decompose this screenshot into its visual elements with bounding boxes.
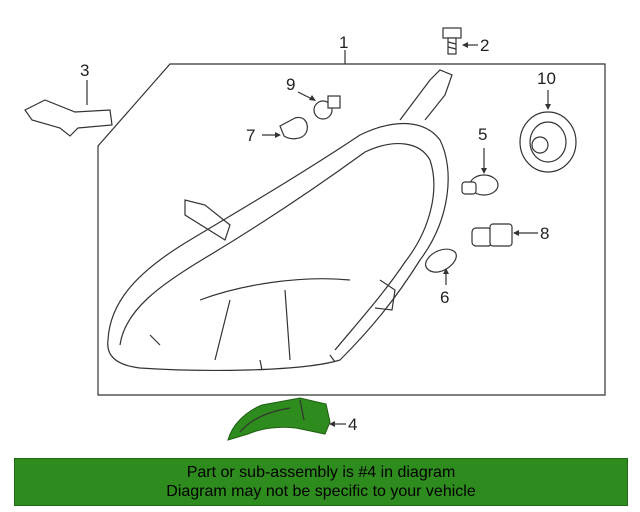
callout-9: 9 bbox=[286, 75, 295, 94]
banner-line-2: Diagram may not be specific to your vehi… bbox=[166, 483, 476, 500]
bulb-part-7[interactable] bbox=[279, 116, 308, 140]
assembly-frame bbox=[97, 63, 606, 396]
cap-part-10[interactable] bbox=[519, 111, 577, 173]
callout-3: 3 bbox=[80, 61, 89, 80]
bulb-part-6[interactable] bbox=[425, 248, 457, 285]
callout-1: 1 bbox=[339, 33, 348, 52]
highlighted-part-4[interactable] bbox=[227, 397, 331, 441]
callout-4: 4 bbox=[348, 415, 357, 434]
banner-line-1: Part or sub-assembly is #4 in diagram bbox=[186, 464, 456, 481]
bolt-part[interactable] bbox=[442, 27, 462, 55]
headlamp-assembly[interactable] bbox=[107, 69, 453, 371]
arrowhead-6 bbox=[443, 268, 449, 274]
arrowhead-10 bbox=[545, 104, 551, 110]
part-4-shape bbox=[227, 397, 331, 441]
callout-8: 8 bbox=[540, 224, 549, 243]
info-banner: Part or sub-assembly is #4 in diagram Di… bbox=[14, 458, 628, 506]
socket-part-9[interactable] bbox=[313, 95, 341, 120]
bulb-part-5[interactable] bbox=[461, 148, 499, 196]
arrowhead-4 bbox=[329, 421, 335, 427]
arrowhead-9 bbox=[309, 95, 316, 101]
arrowhead-5 bbox=[481, 168, 487, 174]
arrowhead-2 bbox=[462, 42, 468, 48]
callout-7: 7 bbox=[246, 126, 255, 145]
arrowhead-8 bbox=[513, 230, 519, 236]
callout-2: 2 bbox=[480, 36, 489, 55]
callout-6: 6 bbox=[440, 288, 449, 307]
callout-10: 10 bbox=[537, 69, 556, 88]
arrowhead-7 bbox=[275, 132, 281, 138]
callout-5: 5 bbox=[478, 125, 487, 144]
bulb-part-8[interactable] bbox=[471, 223, 513, 247]
bracket-part[interactable] bbox=[24, 80, 113, 137]
